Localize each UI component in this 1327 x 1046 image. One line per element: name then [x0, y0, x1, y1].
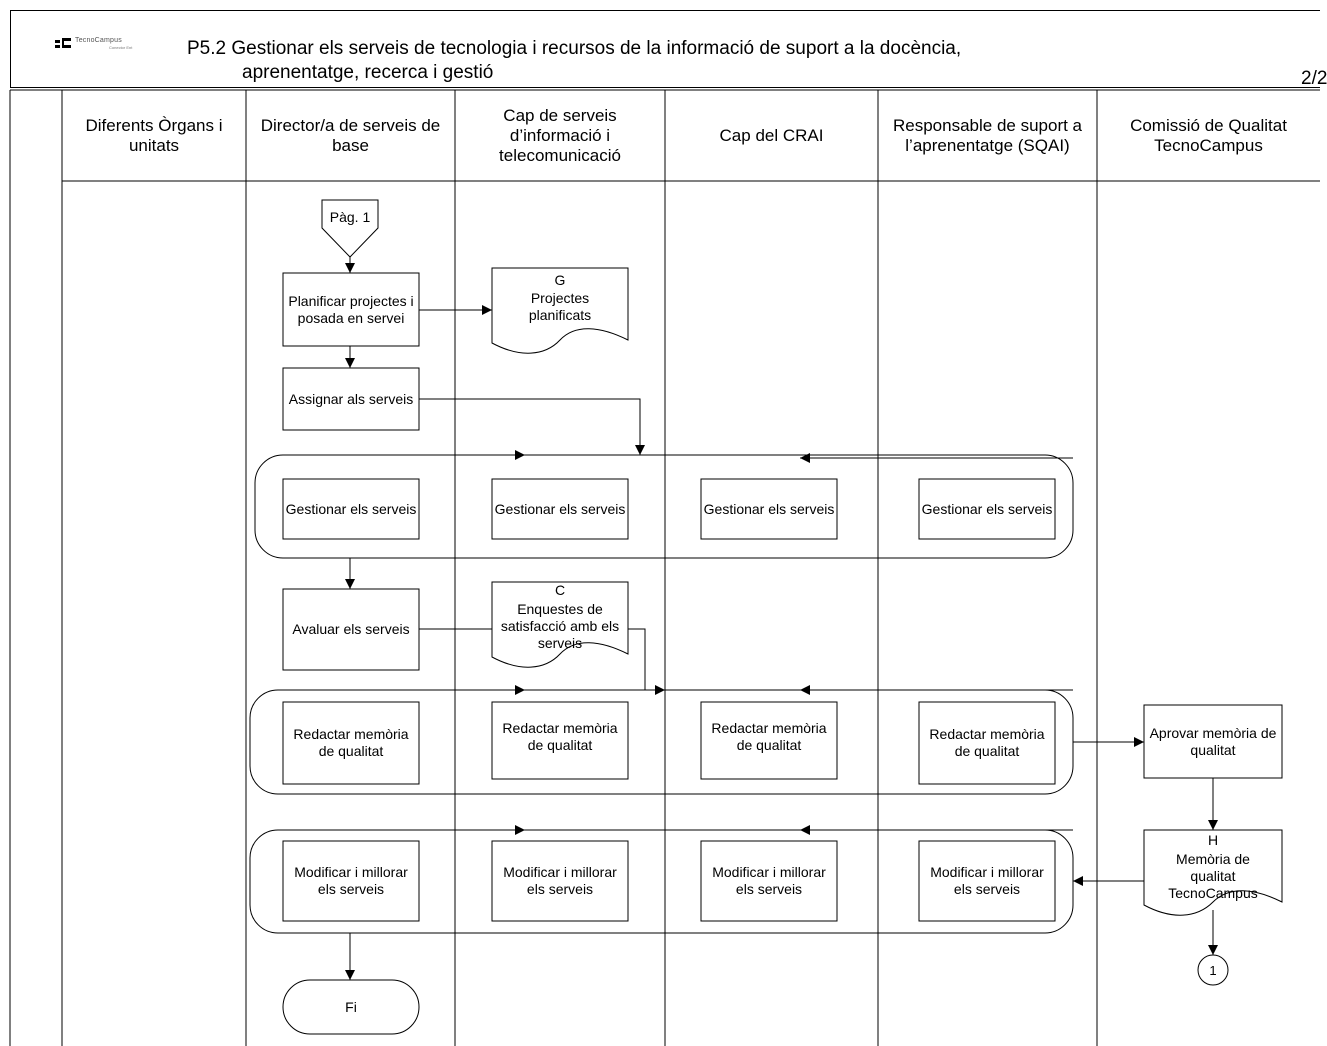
- process-box: [491, 478, 629, 540]
- tecnocampus-logo: TecnoCampus Conector Ent: [55, 37, 145, 52]
- process-box: [918, 701, 1056, 785]
- document-header: TecnoCampus Conector Ent P5.2 Gestionar …: [10, 10, 1327, 89]
- group-manage-services: [254, 454, 1074, 559]
- doc-h-letter: H: [1207, 832, 1219, 848]
- step-improve-services-it: Modificar i millorar els serveis: [503, 864, 617, 897]
- step-assign-services: Assignar als serveis: [288, 390, 414, 407]
- step-manage-services-director: Gestionar els serveis: [285, 500, 417, 517]
- process-box: [282, 478, 420, 540]
- process-box: [491, 701, 629, 780]
- doc-g-letter: G: [554, 272, 566, 288]
- step-write-report-it: Redactar memòria de qualitat: [502, 720, 618, 753]
- step-plan-projects: Planificar projectes i posada en servei: [288, 292, 414, 326]
- doc-quality-report: Memòria de qualitat TecnoCampus: [1168, 851, 1258, 901]
- process-title: P5.2 Gestionar els serveis de tecnologia…: [187, 37, 961, 85]
- process-box: [491, 840, 629, 922]
- title-line-2: aprenentatge, recerca i gestió: [242, 62, 494, 83]
- document-shape: [1143, 829, 1283, 916]
- end-terminator-shape: [282, 979, 420, 1035]
- step-improve-services-crai: Modificar i millorar els serveis: [712, 864, 826, 897]
- doc-satisfaction-surveys: Enquestes de satisfacció amb els serveis: [500, 601, 620, 651]
- process-box: [700, 840, 838, 922]
- lane-header-organs: Diferents Òrgans i unitats: [85, 115, 223, 155]
- step-manage-services-sqai: Gestionar els serveis: [921, 500, 1053, 517]
- off-page-connector-shape: [321, 199, 379, 258]
- doc-planned-projects: Projectes planificats: [528, 290, 592, 323]
- off-page-connector: Pàg. 1: [329, 208, 371, 225]
- step-write-report-director: Redactar memòria de qualitat: [293, 726, 409, 759]
- process-box: [282, 701, 420, 785]
- connector-1: 1: [1209, 962, 1217, 978]
- end-terminator: Fi: [345, 998, 357, 1015]
- document-shape: [491, 267, 629, 354]
- process-box: [700, 701, 838, 780]
- process-box: [700, 478, 838, 540]
- step-evaluate-services: Avaluar els serveis: [292, 621, 410, 637]
- lane-header-quality-commission: Comissió de Qualitat TecnoCampus: [1130, 115, 1287, 155]
- process-box: [918, 478, 1056, 540]
- doc-c-letter: C: [554, 582, 566, 598]
- step-manage-services-crai: Gestionar els serveis: [703, 500, 835, 517]
- page-number: 2/2: [1301, 68, 1327, 89]
- process-box: [918, 840, 1056, 922]
- step-approve-report: Aprovar memòria de qualitat: [1149, 724, 1277, 758]
- process-box: [282, 840, 420, 922]
- lane-header-director: Director/a de serveis de base: [260, 115, 441, 155]
- step-write-report-sqai: Redactar memòria de qualitat: [929, 726, 1045, 759]
- arrow: [628, 628, 665, 695]
- step-manage-services-it: Gestionar els serveis: [494, 500, 626, 517]
- step-improve-services-director: Modificar i millorar els serveis: [294, 864, 408, 897]
- lane-header-crai-head: Cap del CRAI: [719, 125, 824, 145]
- title-line-1: P5.2 Gestionar els serveis de tecnologia…: [187, 38, 962, 59]
- lane-header-sqai: Responsable de suport a l’aprenentatge (…: [892, 115, 1083, 155]
- arrow: [419, 398, 645, 455]
- step-write-report-crai: Redactar memòria de qualitat: [711, 720, 827, 753]
- lane-header-it-head: Cap de serveis d’informació i telecomuni…: [499, 105, 621, 165]
- logo-text: TecnoCampus: [75, 37, 122, 44]
- step-improve-services-sqai: Modificar i millorar els serveis: [930, 864, 1044, 897]
- document-shape: [491, 581, 629, 668]
- logo-subtext: Conector Ent: [109, 45, 133, 50]
